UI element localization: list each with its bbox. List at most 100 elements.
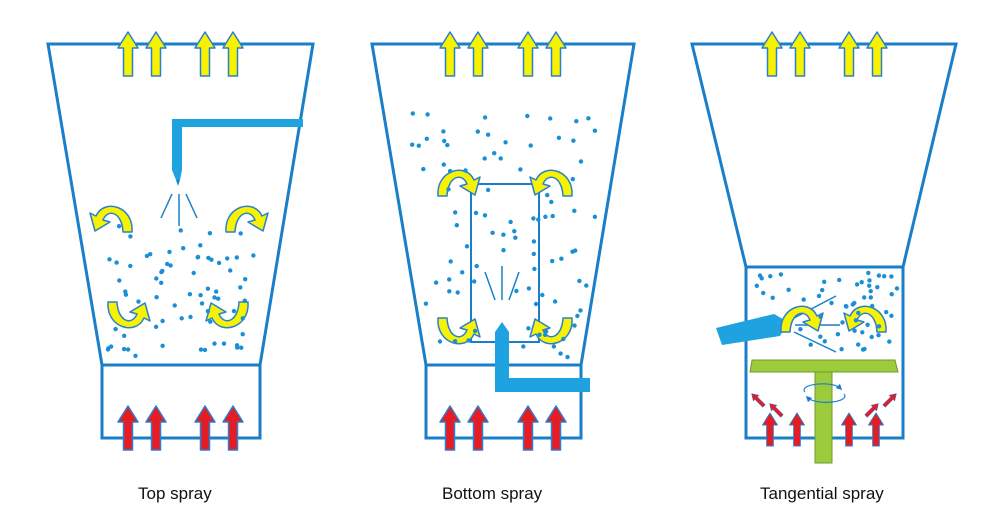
particle <box>240 332 245 337</box>
particle <box>551 344 557 349</box>
particle <box>191 270 196 276</box>
particle <box>570 249 575 254</box>
particle <box>829 300 834 306</box>
particle <box>199 301 205 306</box>
particle <box>113 326 118 332</box>
particle <box>572 323 577 328</box>
rotation-icon <box>803 383 846 403</box>
particle <box>154 295 159 300</box>
particle <box>416 143 421 148</box>
particle <box>768 274 773 279</box>
particle <box>839 347 844 352</box>
rotor-disc <box>749 359 899 464</box>
particle <box>198 243 203 248</box>
particle <box>856 310 861 316</box>
particle <box>526 286 532 291</box>
particle <box>179 316 184 321</box>
tangential-spray-caption: Tangential spray <box>760 484 884 503</box>
particle <box>117 278 122 283</box>
particle <box>159 269 164 275</box>
up-arrow-icon <box>194 405 216 451</box>
particle <box>214 289 219 294</box>
bottom-spray-nozzle <box>495 322 590 392</box>
particle <box>239 345 244 350</box>
particle <box>801 297 806 302</box>
particle <box>154 276 159 281</box>
particle <box>123 289 128 294</box>
particle <box>865 322 870 327</box>
up-arrow-icon <box>789 412 805 447</box>
particle <box>577 278 582 284</box>
particle <box>770 295 775 300</box>
curved-arrow-icon <box>225 205 269 233</box>
particle <box>572 208 577 213</box>
particle <box>128 234 133 239</box>
particle <box>512 229 517 234</box>
particle <box>571 138 576 143</box>
particle <box>759 276 764 281</box>
top-spray-chamber <box>46 42 315 440</box>
particle <box>531 251 536 257</box>
particle <box>221 341 227 346</box>
particle <box>843 304 849 309</box>
particle <box>860 330 865 335</box>
particle <box>198 347 204 352</box>
particle <box>866 270 871 276</box>
up-arrow-icon <box>439 31 461 77</box>
particle <box>216 260 222 266</box>
particle <box>521 344 526 349</box>
particle <box>206 255 211 261</box>
particle <box>108 344 114 349</box>
up-arrow-icon <box>762 412 778 447</box>
up-arrow-icon <box>862 400 882 420</box>
particle <box>761 290 766 296</box>
particle <box>205 309 211 314</box>
particle <box>433 280 439 285</box>
particle <box>822 339 827 344</box>
particle <box>518 167 523 172</box>
up-arrow-icon <box>222 405 244 451</box>
up-arrow-icon <box>145 31 167 77</box>
particle <box>860 347 866 352</box>
particle <box>116 224 122 229</box>
particle <box>472 279 477 284</box>
top-spray-nozzle <box>172 119 303 186</box>
up-arrow-icon <box>467 405 489 451</box>
particle <box>540 292 545 298</box>
particle <box>543 214 548 219</box>
particle <box>195 254 201 260</box>
particle <box>867 283 872 288</box>
curved-arrow-icon <box>529 317 573 345</box>
bottom-spray-chamber <box>370 42 636 440</box>
particle <box>473 210 479 216</box>
particle <box>212 341 217 346</box>
particle <box>167 249 172 255</box>
particle <box>889 292 894 297</box>
particle <box>121 346 127 352</box>
particle <box>592 214 598 219</box>
particle <box>447 168 453 174</box>
particle <box>514 288 519 294</box>
exhaust-arrows <box>761 31 888 77</box>
particle <box>876 333 881 338</box>
circulation-arrows <box>437 169 573 345</box>
particle <box>238 231 243 236</box>
particle <box>160 318 165 324</box>
top-spray-pattern <box>160 193 198 226</box>
particle <box>574 119 579 124</box>
circulation-arrows <box>780 305 887 333</box>
up-arrow-icon <box>866 31 888 77</box>
particle <box>835 332 841 337</box>
particles <box>105 224 256 358</box>
particle <box>445 142 450 148</box>
particle <box>441 162 446 167</box>
particle <box>532 266 537 272</box>
particle <box>464 244 470 249</box>
particle <box>558 351 563 356</box>
up-arrow-icon <box>117 31 139 77</box>
particle <box>545 192 550 198</box>
up-arrow-icon <box>841 412 857 447</box>
particle <box>165 261 170 267</box>
particle <box>225 256 230 261</box>
particle <box>472 328 478 334</box>
